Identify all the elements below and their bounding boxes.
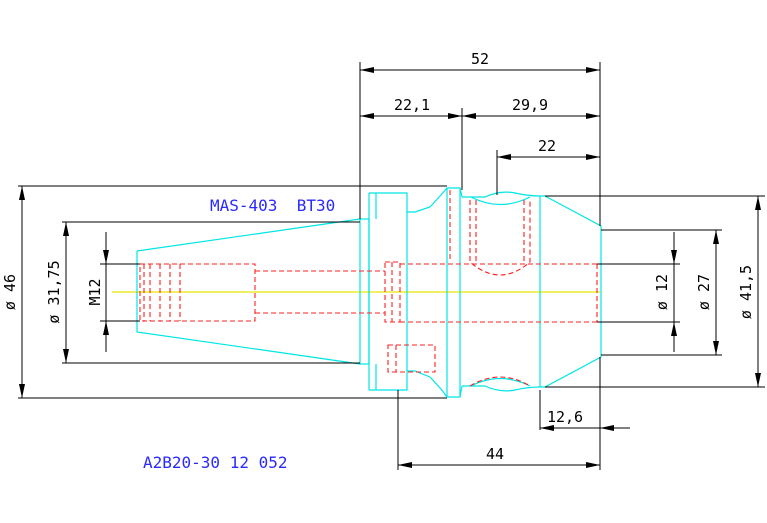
dim-dia-12: ø 12 (653, 274, 671, 310)
part-number-label: A2B20-30 12 052 (143, 453, 288, 472)
extension-lines (18, 62, 765, 470)
standard-label: MAS-403 BT30 (210, 196, 335, 215)
dim-overall-length: 52 (471, 50, 489, 68)
dim-gauge-to-end: 29,9 (512, 96, 548, 114)
dimension-lines (19, 67, 761, 468)
dim-dia-41-5: ø 41,5 (737, 265, 755, 319)
dim-nose-length: 12,6 (547, 408, 583, 426)
tool-body-outline (136, 187, 602, 398)
hidden-lines (139, 190, 598, 387)
dim-dia-46: ø 46 (1, 274, 19, 310)
dim-flange-to-gauge: 22,1 (394, 96, 430, 114)
dim-bore-depth: 22 (538, 137, 556, 155)
dim-thread-m12: M12 (86, 278, 104, 305)
dim-body-length: 44 (486, 445, 504, 463)
dim-dia-27: ø 27 (695, 274, 713, 310)
dim-dia-31-75: ø 31,75 (45, 260, 63, 323)
